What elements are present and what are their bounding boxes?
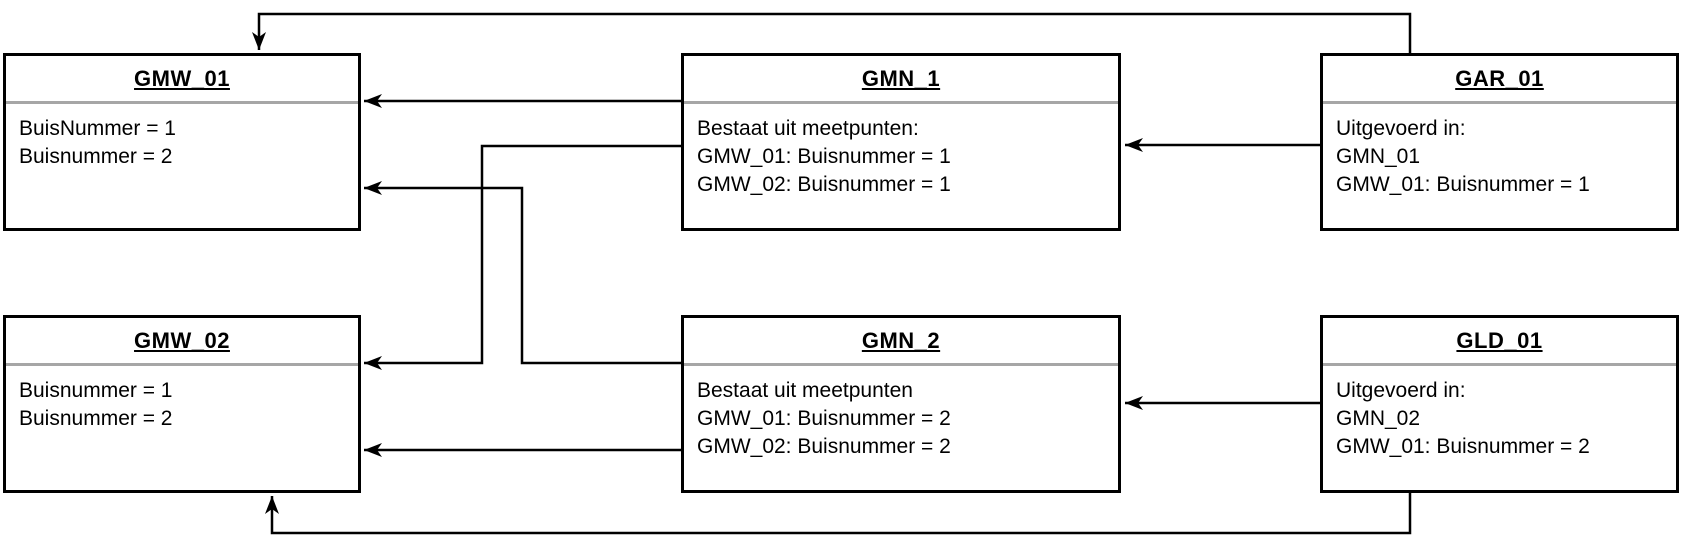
node-gmn-2-line: Bestaat uit meetpunten (697, 379, 913, 402)
node-gld-01: GLD_01 Uitgevoerd in: GMN_02 GMW_01: Bui… (1320, 315, 1679, 493)
node-gmw-01-line: Buisnummer = 2 (19, 145, 173, 168)
node-gar-01-title: GAR_01 (1455, 65, 1544, 91)
node-gar-01-line: GMN_01 (1336, 145, 1421, 168)
node-gld-01-title: GLD_01 (1456, 327, 1543, 353)
node-gmw-02-line: Buisnummer = 1 (19, 379, 173, 402)
node-gmw-01-title: GMW_01 (134, 65, 230, 91)
node-gmw-02-line: Buisnummer = 2 (19, 407, 173, 430)
node-gar-01-body: Uitgevoerd in: GMN_01 GMW_01: Buisnummer… (1323, 104, 1676, 199)
connector-gar01-top-to-gmw01-top (252, 12, 1412, 53)
node-gar-01-line: Uitgevoerd in: (1336, 117, 1466, 140)
node-gmn-1-body: Bestaat uit meetpunten: GMW_01: Buisnumm… (684, 104, 1118, 199)
node-gmw-01-divider (6, 101, 358, 104)
node-gmn-2: GMN_2 Bestaat uit meetpunten GMW_01: Bui… (681, 315, 1121, 493)
node-gmw-01-line: BuisNummer = 1 (19, 117, 176, 140)
node-gmw-02-divider (6, 363, 358, 366)
node-gmn-1-line: Bestaat uit meetpunten: (697, 117, 919, 140)
node-gmn-2-line: GMW_01: Buisnummer = 2 (697, 407, 951, 430)
node-gld-01-line: GMW_01: Buisnummer = 2 (1336, 435, 1590, 458)
node-gld-01-body: Uitgevoerd in: GMN_02 GMW_01: Buisnummer… (1323, 366, 1676, 461)
connector-gmn2-to-gmw01 (364, 181, 681, 365)
node-gmn-2-divider (684, 363, 1118, 366)
node-gmw-02-title: GMW_02 (134, 327, 230, 353)
node-gld-01-divider (1323, 363, 1676, 366)
node-gmn-1-line: GMW_01: Buisnummer = 1 (697, 145, 951, 168)
node-gmw-01: GMW_01 BuisNummer = 1 Buisnummer = 2 (3, 53, 361, 231)
node-gar-01-line: GMW_01: Buisnummer = 1 (1336, 173, 1590, 196)
node-gld-01-line: GMN_02 (1336, 407, 1421, 430)
node-gar-01-divider (1323, 101, 1676, 104)
node-gmn-1: GMN_1 Bestaat uit meetpunten: GMW_01: Bu… (681, 53, 1121, 231)
node-gmn-2-body: Bestaat uit meetpunten GMW_01: Buisnumme… (684, 366, 1118, 461)
node-gar-01: GAR_01 Uitgevoerd in: GMN_01 GMW_01: Bui… (1320, 53, 1679, 231)
node-gmn-1-divider (684, 101, 1118, 104)
node-gmw-02-body: Buisnummer = 1 Buisnummer = 2 (6, 366, 358, 433)
node-gmn-1-line: GMW_02: Buisnummer = 1 (697, 173, 951, 196)
node-gmw-01-body: BuisNummer = 1 Buisnummer = 2 (6, 104, 358, 171)
connector-gmn1-to-gmw02 (364, 144, 681, 370)
node-gmn-2-title: GMN_2 (861, 327, 941, 353)
node-gmn-1-title: GMN_1 (861, 65, 941, 91)
node-gld-01-line: Uitgevoerd in: (1336, 379, 1466, 402)
node-gmw-02: GMW_02 Buisnummer = 1 Buisnummer = 2 (3, 315, 361, 493)
connector-gld01-bottom-to-gmw02-bottom (265, 493, 1412, 535)
node-gmn-2-line: GMW_02: Buisnummer = 2 (697, 435, 951, 458)
